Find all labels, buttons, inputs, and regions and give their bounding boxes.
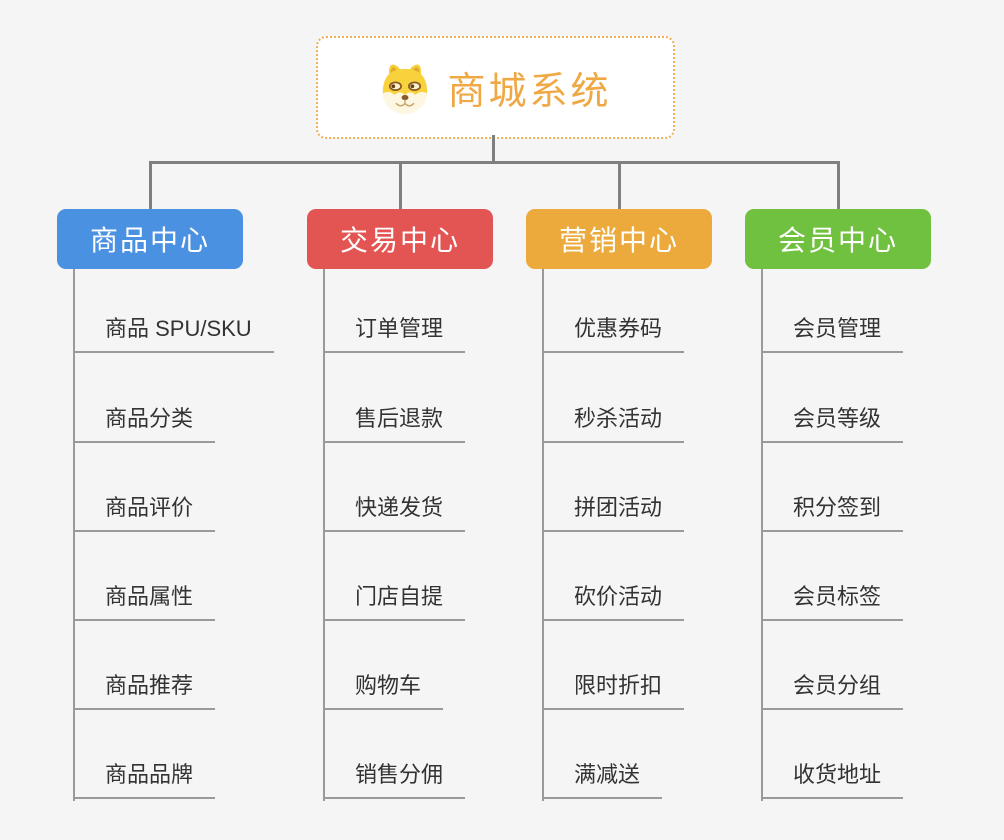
connector-drop	[149, 163, 152, 209]
leaf-node[interactable]: 会员分组	[761, 668, 904, 710]
connector-horizontal	[149, 161, 840, 164]
leaf-node[interactable]: 门店自提	[323, 579, 466, 621]
root-node[interactable]: 商城系统	[316, 36, 675, 139]
leaf-column: 订单管理售后退款快递发货门店自提购物车销售分佣	[323, 269, 563, 801]
branch-node[interactable]: 商品中心	[57, 209, 243, 269]
branch-node[interactable]: 会员中心	[745, 209, 931, 269]
connector-trunk	[73, 269, 75, 801]
leaf-node[interactable]: 收货地址	[761, 757, 904, 799]
connector-trunk	[761, 269, 763, 801]
leaf-column: 商品 SPU/SKU 商品分类商品评价商品属性商品推荐商品品牌	[73, 269, 313, 801]
connector-drop	[618, 163, 621, 209]
leaf-node[interactable]: 限时折扣	[542, 668, 685, 710]
leaf-node[interactable]: 优惠券码	[542, 311, 685, 353]
connector-drop	[837, 163, 840, 209]
leaf-node[interactable]: 拼团活动	[542, 490, 685, 532]
leaf-node[interactable]: 会员等级	[761, 401, 904, 443]
connector-trunk	[323, 269, 325, 801]
leaf-node[interactable]: 秒杀活动	[542, 401, 685, 443]
branch-node[interactable]: 交易中心	[307, 209, 493, 269]
leaf-node[interactable]: 商品分类	[73, 401, 216, 443]
leaf-node[interactable]: 商品品牌	[73, 757, 216, 799]
leaf-node[interactable]: 商品推荐	[73, 668, 216, 710]
leaf-node[interactable]: 会员标签	[761, 579, 904, 621]
leaf-node[interactable]: 购物车	[323, 668, 444, 710]
leaf-node[interactable]: 快递发货	[323, 490, 466, 532]
connector-root-stub	[492, 135, 495, 163]
connector-drop	[399, 163, 402, 209]
doge-icon	[382, 64, 429, 114]
branch-node[interactable]: 营销中心	[526, 209, 712, 269]
leaf-node[interactable]: 订单管理	[323, 311, 466, 353]
leaf-node[interactable]: 砍价活动	[542, 579, 685, 621]
leaf-node[interactable]: 商品 SPU/SKU	[73, 311, 274, 353]
root-title: 商城系统	[447, 71, 612, 113]
leaf-node[interactable]: 会员管理	[761, 311, 904, 353]
leaf-column: 会员管理会员等级积分签到会员标签会员分组收货地址	[761, 269, 1001, 801]
leaf-node[interactable]: 商品属性	[73, 579, 216, 621]
connector-trunk	[542, 269, 544, 801]
leaf-column: 优惠券码秒杀活动拼团活动砍价活动限时折扣满减送	[542, 269, 782, 801]
leaf-node[interactable]: 积分签到	[761, 490, 904, 532]
leaf-node[interactable]: 满减送	[542, 757, 663, 799]
leaf-node[interactable]: 售后退款	[323, 401, 466, 443]
leaf-node[interactable]: 销售分佣	[323, 757, 466, 799]
leaf-node[interactable]: 商品评价	[73, 490, 216, 532]
